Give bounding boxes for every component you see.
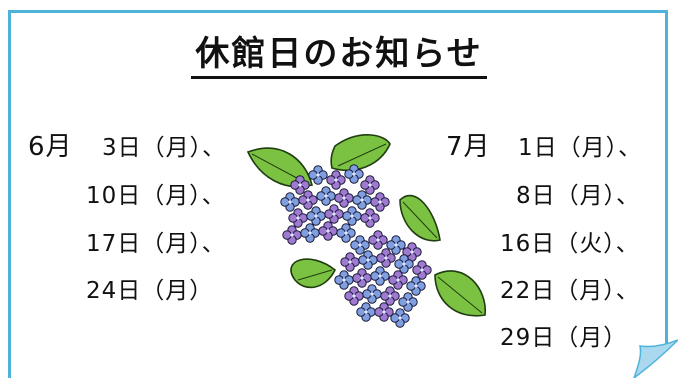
june-day-2: 10日（月）、: [86, 183, 226, 209]
june-day-3: 17日（月）、: [86, 231, 226, 257]
july-day-2: 8日（月）、: [516, 183, 641, 209]
june-month-label: 6月: [28, 132, 73, 162]
july-day-4: 22日（月）、: [500, 278, 640, 304]
july-day-5: 29日（月）: [500, 325, 628, 351]
notice-frame: [8, 10, 668, 378]
page-curl-icon: [633, 339, 678, 378]
july-month-label: 7月: [446, 132, 491, 162]
july-day-3: 16日（火）、: [500, 231, 640, 257]
june-day-1: 3日（月）、: [102, 135, 227, 161]
july-day-1: 1日（月）、: [518, 135, 643, 161]
notice-title: 休館日のお知らせ: [0, 26, 678, 79]
hydrangea-illustration: [246, 133, 486, 328]
june-day-4: 24日（月）: [86, 278, 214, 304]
notice-title-text: 休館日のお知らせ: [191, 34, 487, 79]
